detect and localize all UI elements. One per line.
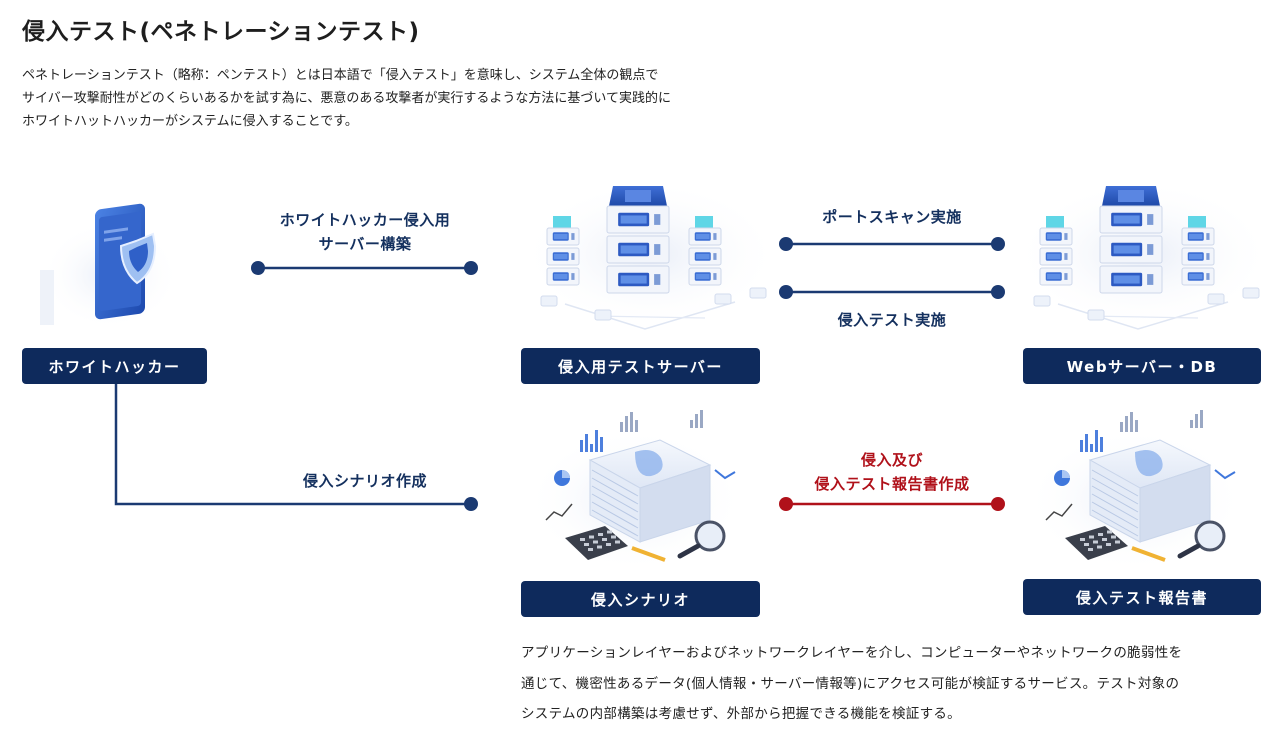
flow-label-line: ホワイトハッカー侵入用 bbox=[252, 208, 478, 232]
server-rack-icon bbox=[520, 179, 780, 329]
connector-port-scan bbox=[779, 237, 1005, 251]
flow-label-line: 侵入及び bbox=[780, 448, 1004, 472]
connector-report bbox=[779, 497, 1005, 511]
description-line: 通じて、機密性あるデータ(個人情報・サーバー情報等)にアクセス可能が検証するサー… bbox=[521, 669, 1261, 700]
node-report: 侵入テスト報告書 bbox=[1023, 579, 1261, 615]
flow-label-pen-test: 侵入テスト実施 bbox=[780, 308, 1004, 332]
node-white-hacker: ホワイトハッカー bbox=[22, 348, 207, 384]
report-desk-icon bbox=[1025, 410, 1245, 572]
node-scenario: 侵入シナリオ bbox=[521, 581, 760, 617]
flow-label-build-server: ホワイトハッカー侵入用 サーバー構築 bbox=[252, 208, 478, 256]
flow-label-port-scan: ポートスキャン実施 bbox=[780, 205, 1004, 229]
report-desk-icon bbox=[525, 410, 745, 572]
connector-build-server bbox=[251, 261, 478, 275]
node-test-server: 侵入用テストサーバー bbox=[521, 348, 760, 384]
smartphone-shield-icon bbox=[40, 203, 180, 330]
node-web-server: Webサーバー・DB bbox=[1023, 348, 1261, 384]
flow-label-line: サーバー構築 bbox=[252, 232, 478, 256]
connector-pen-test bbox=[779, 285, 1005, 299]
server-rack-icon bbox=[1013, 179, 1272, 329]
flow-label-create-scenario: 侵入シナリオ作成 bbox=[250, 469, 480, 493]
description-line: システムの内部構築は考慮せず、外部から把握できる機能を検証する。 bbox=[521, 699, 1261, 730]
flow-label-report: 侵入及び 侵入テスト報告書作成 bbox=[780, 448, 1004, 496]
flow-label-line: 侵入テスト報告書作成 bbox=[780, 472, 1004, 496]
description-line: アプリケーションレイヤーおよびネットワークレイヤーを介し、コンピューターやネット… bbox=[521, 638, 1261, 669]
service-description: アプリケーションレイヤーおよびネットワークレイヤーを介し、コンピューターやネット… bbox=[521, 638, 1261, 730]
